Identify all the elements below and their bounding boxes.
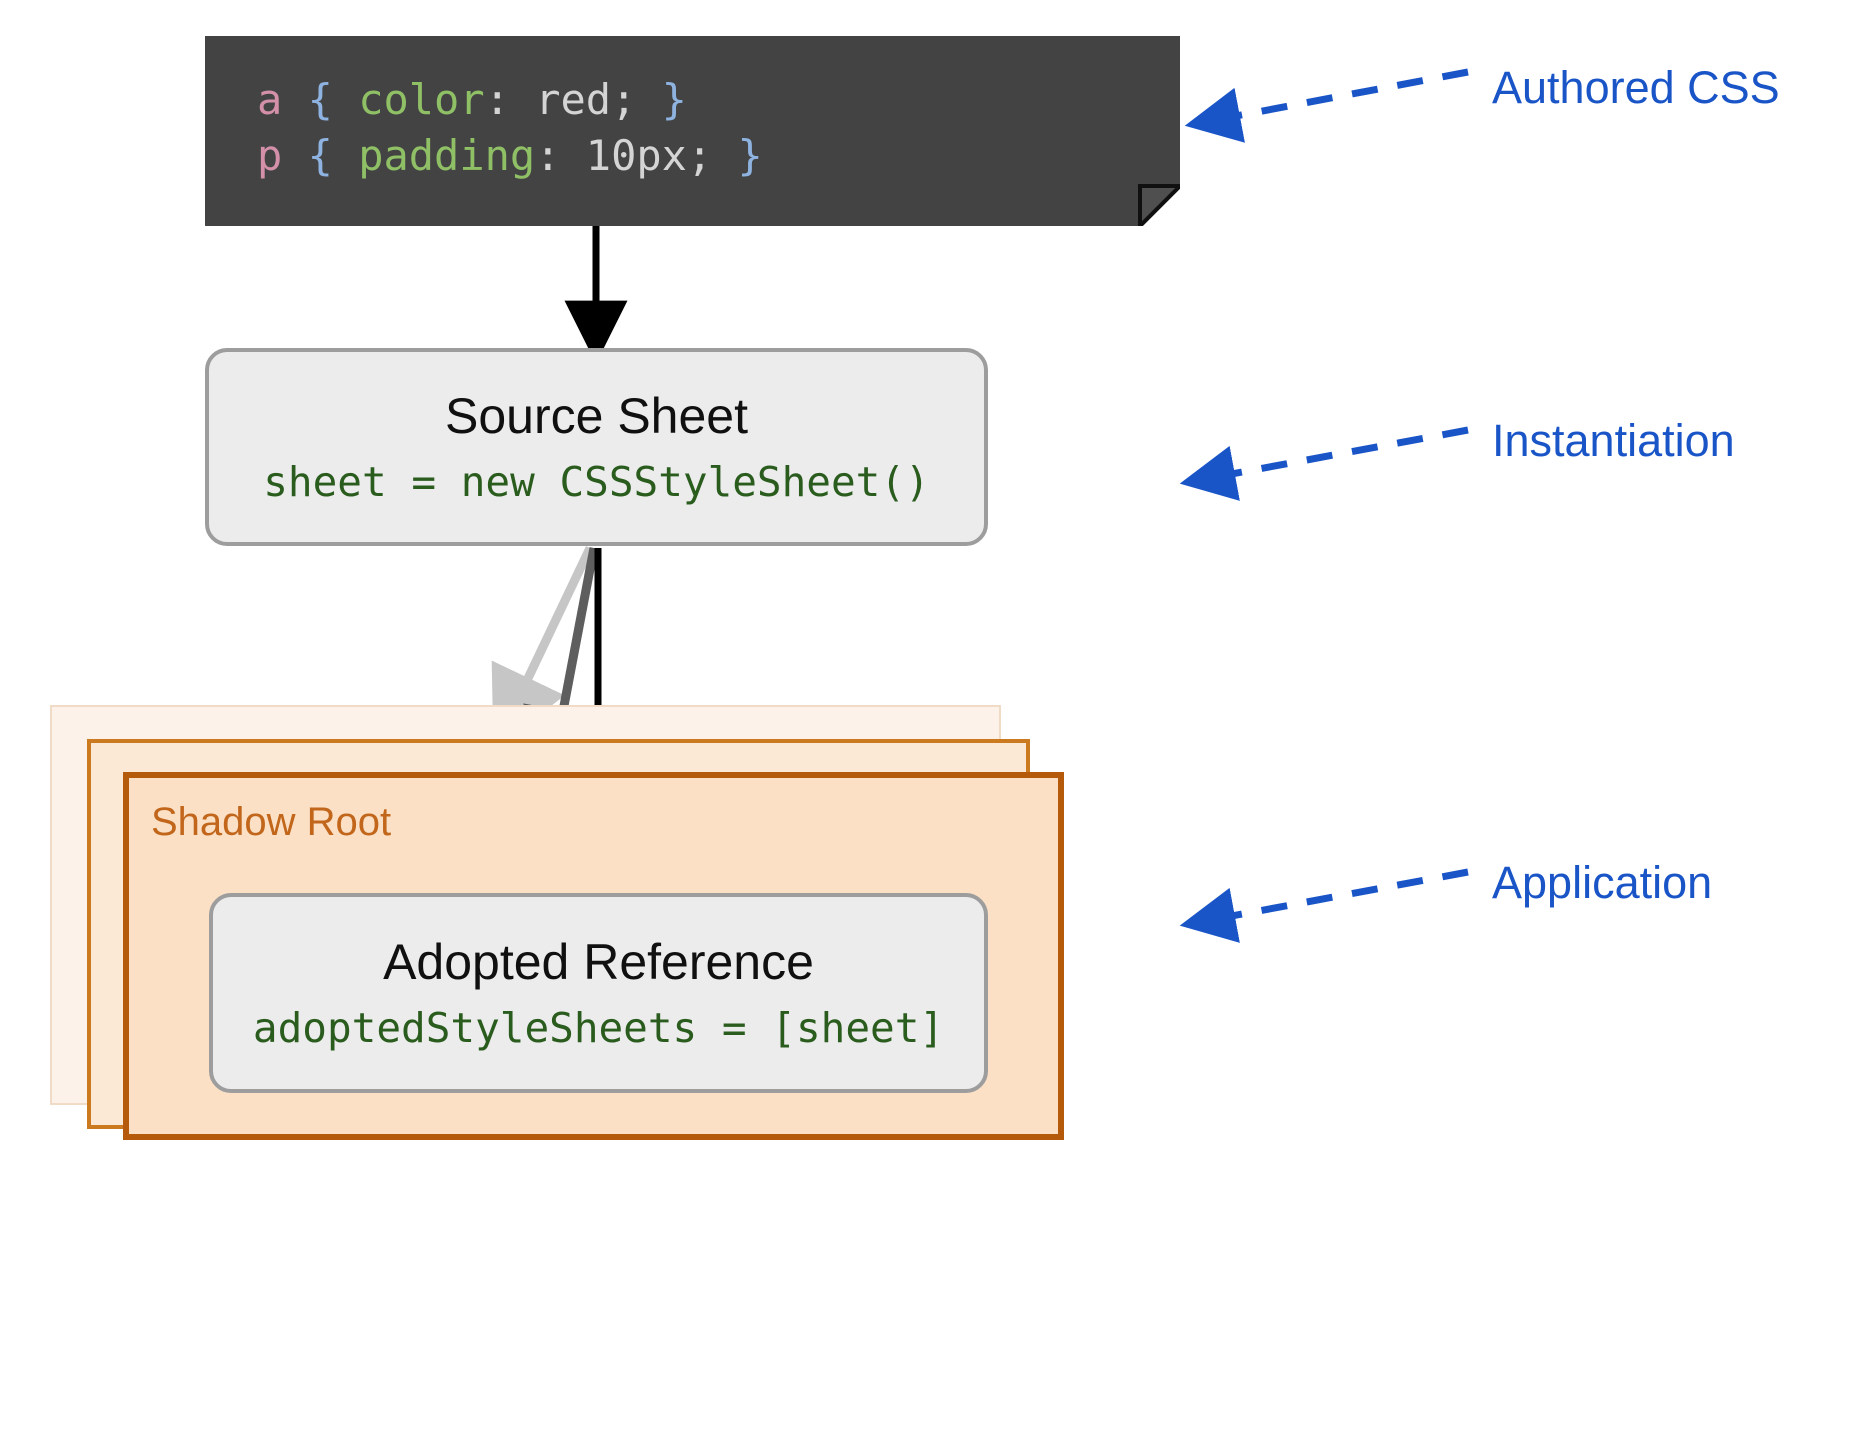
annotation-arrow-authored-css xyxy=(1184,68,1469,143)
arrow-sheet-to-shadow-back xyxy=(491,546,595,752)
shadow-root-label: Shadow Root xyxy=(151,800,392,844)
annotation-arrow-application xyxy=(1179,868,1469,943)
code-line-1: a { color: red; } xyxy=(257,72,1180,128)
adopted-reference-node: Adopted Reference adoptedStyleSheets = [… xyxy=(209,893,988,1093)
code-close-brace: } xyxy=(661,75,687,124)
code-close-brace: } xyxy=(737,131,763,180)
code-property: color xyxy=(358,75,485,124)
code-property: padding xyxy=(358,131,536,180)
code-block-shape xyxy=(205,36,1180,226)
code-line-2: p { padding: 10px; } xyxy=(257,128,1180,184)
annotation-arrow-instantiation xyxy=(1179,426,1469,501)
source-sheet-code: sheet = new CSSStyleSheet() xyxy=(263,457,930,506)
annotation-label-application: Application xyxy=(1492,857,1713,908)
code-open-brace: { xyxy=(307,75,333,124)
source-sheet-title: Source Sheet xyxy=(445,387,748,444)
adopted-reference-title: Adopted Reference xyxy=(383,933,814,990)
adopted-reference-code: adoptedStyleSheets = [sheet] xyxy=(252,1003,945,1052)
code-colon: : xyxy=(484,75,510,124)
authored-css-code-block: a { color: red; } p { padding: 10px; } xyxy=(205,36,1180,222)
code-open-brace: { xyxy=(307,131,333,180)
code-selector: p xyxy=(257,131,283,180)
annotation-label-instantiation: Instantiation xyxy=(1492,415,1735,466)
code-selector: a xyxy=(257,75,283,124)
code-value: red; xyxy=(535,75,637,124)
source-sheet-node: Source Sheet sheet = new CSSStyleSheet() xyxy=(205,348,988,546)
code-value: 10px; xyxy=(585,131,713,180)
code-colon: : xyxy=(535,131,561,180)
annotation-label-authored-css: Authored CSS xyxy=(1492,62,1780,113)
